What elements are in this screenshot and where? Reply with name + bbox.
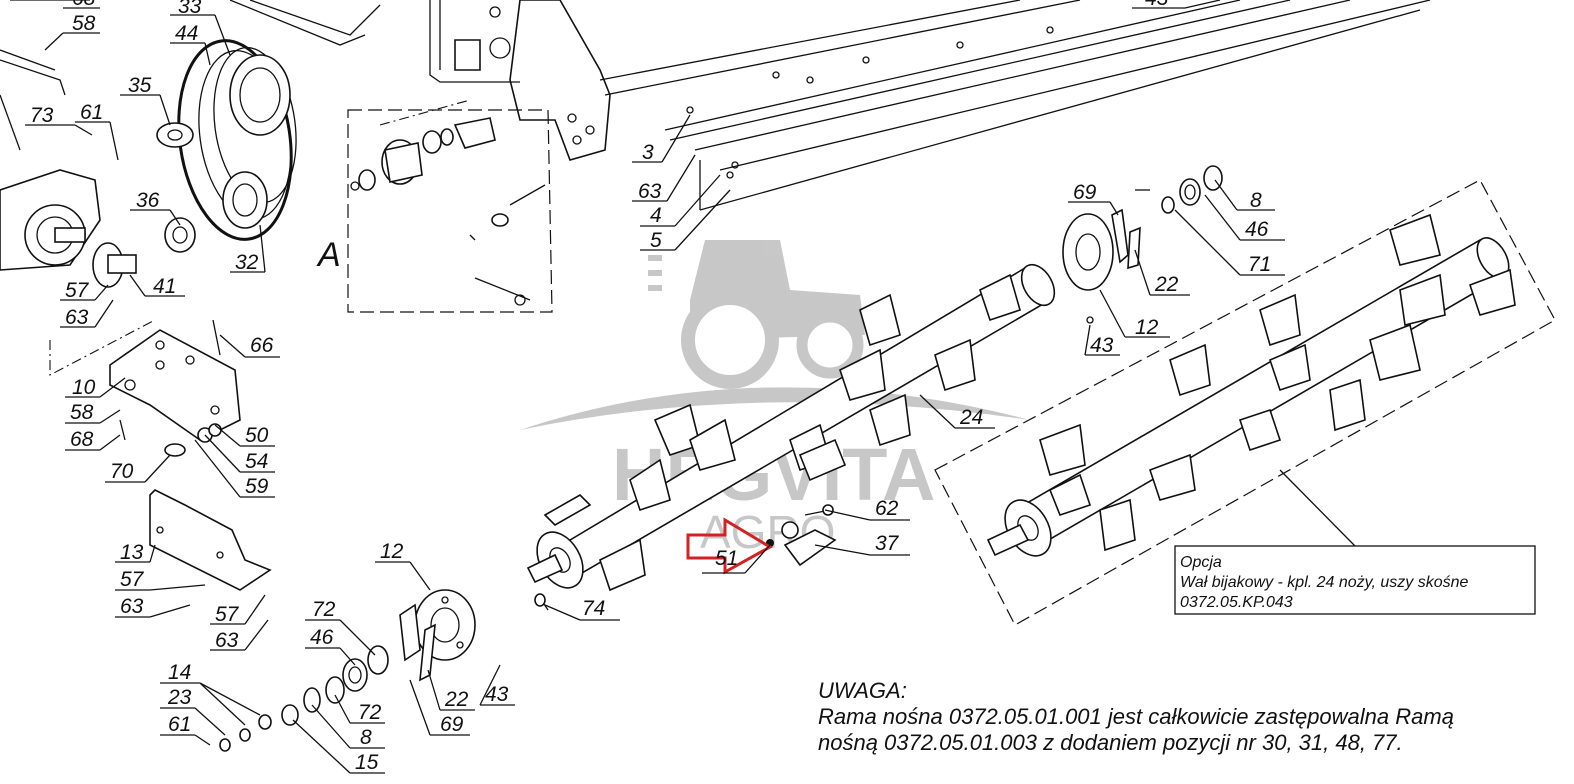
callout-label: 54 xyxy=(245,450,268,473)
bolt-74 xyxy=(534,593,549,611)
callout-label: 13 xyxy=(120,541,144,564)
note-line-1: Rama nośna 0372.05.01.001 jest całkowici… xyxy=(818,704,1454,729)
main-frame-rails xyxy=(10,0,1431,211)
callout-label: 10 xyxy=(72,376,96,399)
callout-label: 22 xyxy=(444,688,469,711)
watermark: HEGVITA AGRO xyxy=(520,240,1030,558)
callout-label: 69 xyxy=(1073,181,1097,204)
callout-label: 57 xyxy=(120,568,145,591)
callout-label: 72 xyxy=(312,598,336,621)
v-belt-drive xyxy=(177,39,297,241)
option-box: Opcja Wał bijakowy - kpl. 24 noży, uszy … xyxy=(1174,469,1536,615)
knife-37 xyxy=(781,504,837,567)
watermark-tractor-wheel-big xyxy=(681,291,779,389)
detail-a-box: A xyxy=(316,99,553,313)
callout-label: 63 xyxy=(638,180,662,203)
callout-label: 43 xyxy=(1145,0,1169,10)
callout-label: 57 xyxy=(215,603,240,626)
callout-label: 51 xyxy=(715,547,738,570)
callout-label: 69 xyxy=(440,713,464,736)
bushing-36 xyxy=(164,217,196,253)
callout-label: 58 xyxy=(72,12,96,35)
cover-plate-13 xyxy=(149,489,272,591)
optional-rotor xyxy=(986,213,1516,557)
callout-label: 43 xyxy=(485,683,509,706)
callout-label: 4 xyxy=(650,204,662,227)
callout-label: 32 xyxy=(235,251,259,274)
callout-label: 8 xyxy=(360,726,372,749)
callout-label: 15 xyxy=(355,751,379,774)
callout-label: 71 xyxy=(1248,253,1271,276)
axis-line-left xyxy=(49,319,156,376)
note-block: UWAGA: Rama nośna 0372.05.01.001 jest ca… xyxy=(818,678,1454,755)
optional-rotor-frame xyxy=(934,179,1556,626)
callout-label: 68 xyxy=(72,0,96,10)
callout-label: 22 xyxy=(1154,273,1179,296)
gearbox-assembly xyxy=(0,49,101,271)
bearing-housing-12 xyxy=(1062,165,1223,324)
callout-label: 33 xyxy=(178,0,202,18)
callout-label: 35 xyxy=(128,74,152,97)
option-line-3: 0372.05.KP.043 xyxy=(1180,594,1293,611)
callout-label: 72 xyxy=(358,701,382,724)
detail-a-label: A xyxy=(316,236,341,274)
callout-label: 5 xyxy=(650,229,662,252)
bolts-left xyxy=(119,319,222,457)
callout-label: 41 xyxy=(153,275,176,298)
callout-label: 68 xyxy=(70,428,94,451)
pulley-35 xyxy=(156,122,194,148)
flange-41 xyxy=(92,242,137,288)
callout-label: 3 xyxy=(642,141,654,164)
callout-label: 37 xyxy=(875,532,900,555)
callout-leaders xyxy=(25,0,1285,774)
highlight-arrow-icon xyxy=(686,517,773,575)
option-line-1: Opcja xyxy=(1180,554,1222,571)
callout-label: 59 xyxy=(245,475,269,498)
callout-label: 62 xyxy=(875,497,899,520)
mounting-plate-10 xyxy=(109,329,241,441)
callout-label: 46 xyxy=(1245,218,1269,241)
bearing-stack-lower xyxy=(219,589,476,752)
callout-label: 50 xyxy=(245,424,269,447)
callout-label: 63 xyxy=(215,629,239,652)
callout-label: 12 xyxy=(1135,316,1159,339)
callout-label: 63 xyxy=(120,595,144,618)
callout-label: 58 xyxy=(70,401,94,424)
callout-labels: 68 58 33 44 43 35 73 61 36 32 57 63 41 3… xyxy=(30,0,1271,774)
option-line-2: Wał bijakowy - kpl. 24 noży, uszy skośne xyxy=(1180,574,1469,591)
callout-label: 57 xyxy=(65,279,90,302)
callout-label: 24 xyxy=(959,406,983,429)
callout-label: 8 xyxy=(1250,189,1262,212)
callout-label: 70 xyxy=(110,460,134,483)
callout-label: 73 xyxy=(30,104,54,127)
callout-label: 44 xyxy=(175,22,198,45)
callout-label: 36 xyxy=(136,189,160,212)
callout-label: 61 xyxy=(168,713,191,736)
callout-label: 14 xyxy=(168,661,191,684)
callout-label: 46 xyxy=(310,626,334,649)
callout-label: 74 xyxy=(582,597,605,620)
callout-label: 66 xyxy=(250,334,274,357)
callout-label: 23 xyxy=(167,686,192,709)
rotor-24 xyxy=(526,263,1056,592)
callout-label: 43 xyxy=(1090,334,1114,357)
callout-label: 63 xyxy=(65,306,89,329)
watermark-tractor-wheel-small xyxy=(796,311,864,379)
callout-label: 12 xyxy=(380,540,404,563)
note-line-2: nośną 0372.05.01.003 z dodaniem pozycji … xyxy=(818,730,1403,755)
callout-label: 61 xyxy=(80,101,103,124)
note-heading: UWAGA: xyxy=(818,678,907,703)
